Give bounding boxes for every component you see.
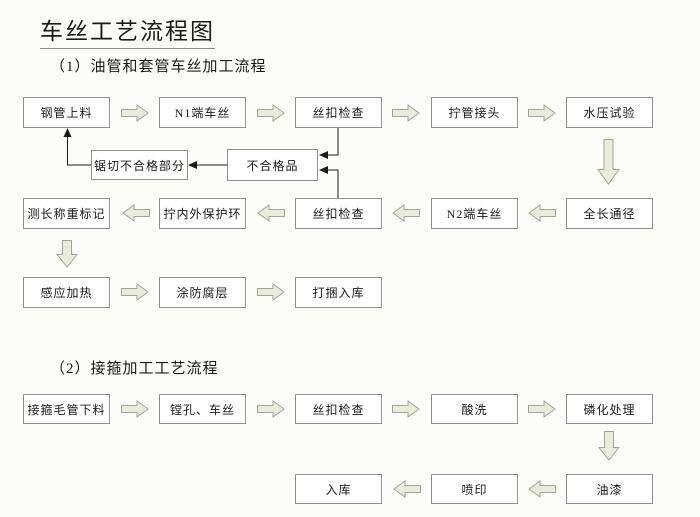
flow-arrow-left-icon	[393, 480, 421, 498]
node-hydrostatic-test: 水压试验	[566, 97, 653, 128]
connector-arrowhead-up	[63, 128, 72, 137]
node-protector-ring-screwing: 拧内外保护环	[159, 198, 246, 229]
connector-inspect1-to-defect	[321, 128, 339, 156]
node-warehouse: 入库	[295, 474, 382, 504]
flow-arrow-right-icon	[528, 104, 556, 122]
node-induction-heating: 感应加热	[23, 277, 110, 308]
flow-arrow-left-icon	[528, 480, 556, 498]
connector-inspect2-to-defect	[321, 169, 339, 198]
section1-heading: （1）油管和套管车丝加工流程	[50, 59, 267, 75]
node-pipe-joint-screwing: 拧管接头	[431, 97, 518, 128]
flow-arrow-down-icon	[598, 431, 620, 461]
flow-arrow-right-icon	[257, 104, 285, 122]
node-spray-print: 喷印	[431, 474, 518, 504]
node-thread-inspection-1: 丝扣检查	[295, 97, 382, 128]
connector-saw-to-loading	[67, 131, 91, 166]
node-coupling-blank-cutting: 接箍毛管下料	[23, 394, 110, 424]
node-paint: 油漆	[566, 474, 653, 504]
flow-arrow-left-icon	[528, 204, 556, 222]
node-thread-inspection-2: 丝扣检查	[295, 198, 382, 229]
flow-arrow-right-icon	[121, 104, 149, 122]
flow-arrow-left-icon	[392, 204, 420, 222]
flow-arrow-down-icon	[597, 139, 620, 185]
node-phosphating: 磷化处理	[566, 394, 653, 424]
node-steel-pipe-loading: 钢管上料	[23, 97, 110, 128]
connector-arrowhead-left	[319, 151, 328, 159]
node-saw-defective-part: 锯切不合格部分	[91, 150, 188, 180]
node-bundle-and-store: 打捆入库	[295, 277, 382, 308]
page-title: 车丝工艺流程图	[40, 12, 215, 49]
section2-heading: （2）接箍加工工艺流程	[50, 361, 219, 377]
node-boring-and-threading: 镗孔、车丝	[159, 394, 246, 424]
flow-arrow-right-icon	[392, 104, 420, 122]
node-n2-threading: N2端车丝	[431, 198, 518, 229]
node-thread-inspection-3: 丝扣检查	[295, 394, 382, 424]
connector-arrowhead-left	[188, 161, 197, 169]
flow-arrow-down-icon	[56, 240, 78, 268]
node-full-length-drift: 全长通径	[566, 198, 653, 229]
flow-arrow-right-icon	[257, 400, 285, 418]
node-n1-threading: N1端车丝	[159, 97, 246, 128]
node-measure-weigh-mark: 测长称重标记	[23, 198, 110, 229]
flow-arrow-left-icon	[257, 204, 285, 222]
flow-arrow-right-icon	[528, 400, 556, 418]
flow-arrow-right-icon	[392, 400, 420, 418]
flow-arrow-right-icon	[257, 283, 285, 301]
flow-arrow-left-icon	[122, 204, 150, 222]
flow-arrow-right-icon	[121, 400, 149, 418]
flow-arrow-right-icon	[121, 283, 149, 301]
node-defective-product: 不合格品	[227, 149, 318, 181]
connector-arrowhead-left	[319, 166, 328, 174]
node-anticorrosive-coating: 涂防腐层	[159, 277, 246, 308]
node-acid-wash: 酸洗	[431, 394, 518, 424]
